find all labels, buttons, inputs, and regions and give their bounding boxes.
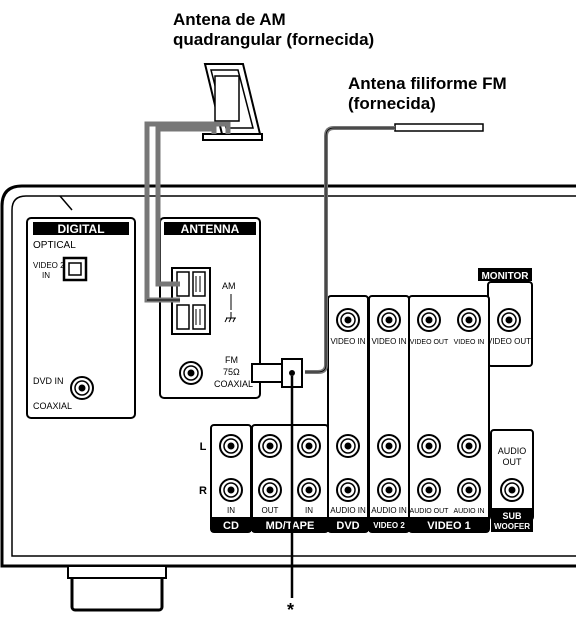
- monitor-header: MONITOR: [481, 271, 529, 282]
- dvd-video-in-jack[interactable]: [336, 308, 360, 332]
- monitor-video-out-jack[interactable]: [497, 308, 521, 332]
- cd-in-l-jack[interactable]: [219, 434, 243, 458]
- monitor-video-out-label: VIDEO OUT: [487, 337, 531, 346]
- sub-audio-out-label-line1: AUDIO: [498, 446, 527, 456]
- digital-header: DIGITAL: [57, 222, 104, 236]
- video2-column: VIDEO IN AUDIO IN: [368, 295, 410, 533]
- ground-icon: [224, 312, 236, 323]
- am-antenna-callout: Antena de AM quadrangular (fornecida): [173, 10, 374, 50]
- video1-video-in-label: VIDEO IN: [454, 339, 485, 346]
- video2-video-in-jack[interactable]: [377, 308, 401, 332]
- digital-section: DIGITAL OPTICAL VIDEO 2 IN DVD IN COAXIA…: [26, 217, 136, 419]
- am-label: AM: [222, 281, 236, 291]
- fm-coaxial-label: COAXIAL: [214, 379, 253, 389]
- dvd-video-in-label: VIDEO IN: [330, 337, 365, 346]
- chassis-lip: [59, 195, 73, 211]
- mdtape-in-l-jack[interactable]: [297, 434, 321, 458]
- mdtape-section-label: MD/TAPE: [266, 520, 315, 532]
- mdtape-out-label: OUT: [262, 506, 279, 515]
- fm-label: FM: [225, 355, 238, 365]
- video1-audio-in-l-jack[interactable]: [457, 434, 481, 458]
- mdtape-in-label: IN: [305, 506, 313, 515]
- right-channel-label: R: [199, 485, 207, 497]
- video1-audio-in-r-jack[interactable]: [457, 478, 481, 502]
- antenna-section: ANTENNA AM FM 75Ω COAXIAL: [159, 217, 261, 399]
- dvd-audio-in-r-jack[interactable]: [336, 478, 360, 502]
- sub-section-label-line1: SUB: [502, 511, 522, 521]
- video1-audio-in-label: AUDIO IN: [453, 508, 484, 515]
- video2-in-label-line1: VIDEO 2: [33, 261, 65, 270]
- video2-video-in-label: VIDEO IN: [371, 337, 406, 346]
- video2-audio-in-label: AUDIO IN: [371, 506, 407, 515]
- video2-section-label: VIDEO 2: [373, 521, 405, 530]
- mdtape-out-l-jack[interactable]: [258, 434, 282, 458]
- am-antenna-label-line2: quadrangular (fornecida): [173, 30, 375, 49]
- coaxial-label: COAXIAL: [33, 401, 72, 411]
- sub-audio-out-label-line2: OUT: [503, 457, 523, 467]
- dvd-audio-in-l-jack[interactable]: [336, 434, 360, 458]
- dvd-section-label: DVD: [336, 520, 359, 532]
- video1-section-label: VIDEO 1: [427, 520, 470, 532]
- video2-audio-in-l-jack[interactable]: [377, 434, 401, 458]
- video2-audio-in-r-jack[interactable]: [377, 478, 401, 502]
- cd-section-label: CD: [223, 520, 239, 532]
- fm-connector-plug: [251, 358, 303, 598]
- video1-audio-out-label: AUDIO OUT: [410, 508, 450, 515]
- dvd-column: VIDEO IN AUDIO IN: [327, 295, 369, 533]
- fm-antenna-label-line1: Antena filiforme FM: [348, 74, 507, 93]
- monitor-section: MONITOR VIDEO OUT: [478, 268, 533, 367]
- fm-antenna-callout: Antena filiforme FM (fornecida): [348, 74, 507, 114]
- fm-ohm-label: 75Ω: [223, 367, 240, 377]
- cd-in-label: IN: [227, 506, 235, 515]
- fm-coaxial-jack[interactable]: [179, 361, 203, 385]
- fm-wire-antenna: [305, 123, 484, 374]
- cd-in-r-jack[interactable]: [219, 478, 243, 502]
- subwoofer-section: AUDIO OUT: [490, 429, 534, 521]
- am-loop-antenna: [202, 63, 263, 141]
- mdtape-out-r-jack[interactable]: [258, 478, 282, 502]
- asterisk-note: *: [287, 600, 295, 620]
- dvd-audio-in-label: AUDIO IN: [330, 506, 366, 515]
- fm-antenna-label-line2: (fornecida): [348, 94, 436, 113]
- section-label-bar: CD MD/TAPE DVD VIDEO 2 VIDEO 1 SUB WOOFE…: [211, 508, 533, 532]
- video1-section: VIDEO OUT VIDEO IN AUDIO OUT AUDIO IN: [408, 295, 490, 533]
- video1-audio-out-l-jack[interactable]: [417, 434, 441, 458]
- video1-video-out-jack[interactable]: [417, 308, 441, 332]
- receiver-inner-edge: [11, 195, 576, 557]
- video1-video-out-label: VIDEO OUT: [410, 339, 449, 346]
- video1-video-in-jack[interactable]: [457, 308, 481, 332]
- optical-label: OPTICAL: [33, 240, 76, 251]
- video1-audio-out-r-jack[interactable]: [417, 478, 441, 502]
- sub-section-label-line2: WOOFER: [494, 522, 530, 531]
- cd-mdtape-section: L R IN OUT IN: [199, 424, 329, 533]
- mdtape-in-r-jack[interactable]: [297, 478, 321, 502]
- subwoofer-out-jack[interactable]: [500, 478, 524, 502]
- left-channel-label: L: [200, 441, 207, 453]
- am-antenna-label-line1: Antena de AM: [173, 10, 286, 29]
- antenna-header: ANTENNA: [181, 222, 240, 236]
- receiver-foot: [70, 574, 164, 612]
- dvd-in-label: DVD IN: [33, 376, 64, 386]
- video2-in-label-line2: IN: [42, 271, 50, 280]
- receiver-foot-top: [67, 565, 167, 579]
- dvd-coaxial-jack[interactable]: [70, 376, 94, 400]
